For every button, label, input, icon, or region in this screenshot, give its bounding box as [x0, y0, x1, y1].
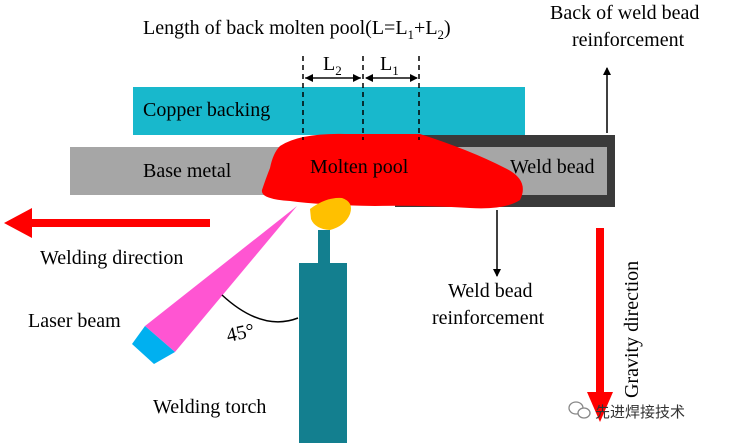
gravity-arrowhead	[587, 392, 613, 422]
laser-head	[132, 326, 175, 364]
angle-label: 45°	[224, 320, 256, 347]
weld-bead-label: Weld bead	[510, 156, 594, 178]
copper-backing	[133, 87, 525, 135]
welding-arc	[310, 197, 351, 230]
watermark: 先进焊接技术	[568, 401, 685, 421]
diagram-title: Length of back molten pool(L=L1+L2)	[143, 17, 451, 42]
l1-label: L1	[380, 53, 399, 78]
watermark-text: 先进焊接技术	[595, 403, 685, 421]
welding-direction-arrow-shaft	[28, 219, 210, 227]
welding-direction-arrowhead	[4, 208, 32, 238]
torch-nozzle	[318, 230, 330, 264]
back-reinforcement-label-line1: Back of weld bead	[550, 2, 699, 24]
welding-direction-label: Welding direction	[40, 247, 183, 269]
l2-label: L2	[323, 53, 342, 78]
welding-torch	[299, 263, 347, 443]
gravity-direction-label: Gravity direction	[621, 261, 643, 398]
angle-arc	[221, 294, 299, 323]
weld-reinforcement-label-line1: Weld bead	[448, 280, 532, 302]
base-metal-label: Base metal	[143, 160, 232, 182]
welding-torch-label: Welding torch	[153, 396, 266, 418]
wechat-icon	[568, 401, 591, 419]
weld-bead-top-border	[395, 135, 615, 147]
back-reinforcement-label-line2: reinforcement	[572, 29, 685, 51]
laser-beam	[145, 206, 297, 352]
weld-reinforcement-label-line2: reinforcement	[432, 307, 545, 329]
laser-beam-label: Laser beam	[28, 310, 121, 332]
molten-pool	[261, 133, 523, 209]
copper-backing-label: Copper backing	[143, 99, 270, 121]
gravity-arrow-shaft	[596, 228, 604, 398]
molten-pool-label: Molten pool	[310, 156, 409, 178]
